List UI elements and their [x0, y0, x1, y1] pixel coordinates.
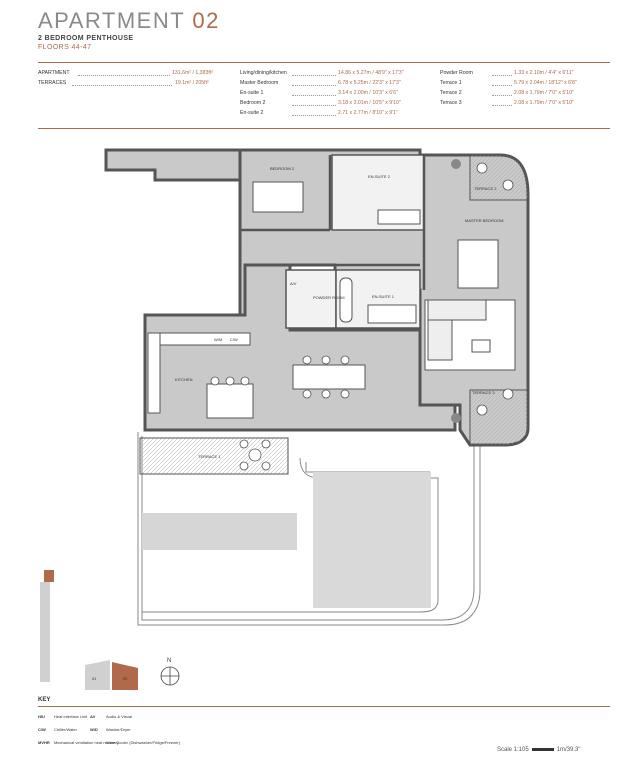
spec-rule [38, 128, 610, 129]
scale-bar [531, 747, 554, 751]
room-value-1: 6.78 x 5.25m / 22'3" x 17'3" [338, 80, 401, 86]
building-outline [137, 432, 481, 626]
room-value-3: 3.18 x 3.01m / 10'5" x 9'10" [338, 100, 401, 106]
key-text: Audio & Visual [106, 714, 132, 719]
key-item-2: MVHR Mechanical ventilation heat recovery [38, 740, 119, 745]
label-bedroom2: BEDROOM 2 [270, 166, 295, 171]
header-rule [38, 62, 610, 63]
north-label: N [167, 658, 171, 664]
room2-value-2: 2.08 x 1.79m / 7'0" x 5'10" [514, 90, 574, 96]
key-unit-02: 02 [123, 676, 128, 681]
pool-strip [142, 513, 297, 550]
room2-label-3: Terrace 3 [440, 100, 462, 106]
floors-range: FLOORS 44-47 [38, 44, 92, 51]
key-code: AV [90, 714, 96, 719]
terrace-table [239, 439, 271, 471]
page-title: APARTMENT 02 [38, 8, 220, 34]
label-master: MASTER BEDROOM [465, 218, 503, 223]
key-text: Washer/Dryer [106, 727, 131, 732]
label-wm: W/M [214, 337, 222, 342]
kitchen-top-run [159, 332, 251, 346]
key-text: Chiller/Water [54, 727, 77, 732]
north-arrow [160, 666, 180, 686]
dots [492, 85, 512, 86]
area-terraces: TERRACES [38, 80, 67, 86]
scale-unit: 1m/39.3" [556, 747, 581, 753]
scale-label: Scale 1:105 [497, 747, 529, 753]
dots [72, 85, 172, 86]
key-item-3: AV Audio & Visual [90, 714, 132, 719]
key-unit-01: 01 [92, 676, 97, 681]
key-text: Mechanical ventilation heat recovery [54, 740, 119, 745]
room2-value-3: 2.08 x 1.79m / 7'0" x 5'10" [514, 100, 574, 106]
room2-value-0: 1.33 x 2.10m / 4'4" x 6'11" [514, 70, 574, 76]
bed-2 [252, 181, 304, 213]
room2-label-2: Terrace 2 [440, 90, 462, 96]
room-label-3: Bedroom 2 [240, 100, 266, 106]
key-rule [38, 706, 610, 707]
apartment-type: 2 BEDROOM PENTHOUSE [38, 35, 134, 42]
vanity [367, 304, 417, 324]
key-code: C/W [38, 727, 46, 732]
key-code: HIU [38, 714, 45, 719]
dots [78, 75, 170, 76]
key-title: KEY [38, 697, 51, 703]
label-terrace2: TERRACE 2 [474, 186, 497, 191]
scale: Scale 1:105 1m/39.3" [497, 747, 581, 753]
dining-table [292, 364, 366, 390]
room-value-0: 14.86 x 5.27m / 48'9" x 17'3" [338, 70, 404, 76]
room-label-0: Living/dining/kitchen [240, 70, 287, 76]
dots [292, 95, 336, 96]
title-main: APARTMENT [38, 8, 185, 33]
room2-label-0: Powder Room [440, 70, 473, 76]
label-terrace1: TERRACE 1 [198, 454, 221, 459]
key-text: Wine Cooler (Dishwasher/Fridge/Freezer) [106, 740, 181, 745]
key-item-4: W/D Washer/Dryer [90, 727, 131, 732]
kitchen-island [206, 383, 254, 419]
vanity-2 [377, 209, 421, 225]
floor-slab [104, 148, 242, 182]
area-apartment-value: 131.6m² / 1,383ft² [172, 70, 213, 76]
terrace-3 [469, 389, 529, 446]
master-bed [457, 239, 499, 289]
area-apartment: APARTMENT [38, 70, 70, 76]
room-value-4: 2.71 x 2.77m / 8'10" x 9'1" [338, 110, 398, 116]
kitchen-run [147, 332, 161, 414]
dots [492, 105, 512, 106]
label-terrace3: TERRACE 3 [472, 390, 495, 395]
key-code: MVHR [38, 740, 50, 745]
room2-label-1: Terrace 1 [440, 80, 462, 86]
label-cw: C/W [230, 337, 238, 342]
label-ensuite2: EN-SUITE 2 [368, 174, 391, 179]
dots [292, 75, 336, 76]
key-text: Heat interface Unit [54, 714, 88, 719]
room-label-2: En-suite 1 [240, 90, 264, 96]
label-av: A/V [290, 281, 297, 286]
room2-value-1: 5.79 x 2.04m / 18'12" x 6'8" [514, 80, 577, 86]
label-ensuite1: EN-SUITE 1 [372, 294, 395, 299]
dots [492, 95, 512, 96]
room-label-1: Master Bedroom [240, 80, 279, 86]
dots [292, 115, 336, 116]
bathtub [339, 277, 353, 323]
key-item-1: C/W Chiller/Water [38, 727, 77, 732]
key-item-0: HIU Heat interface Unit [38, 714, 87, 719]
courtyard-pool [313, 472, 431, 608]
title-number: 02 [192, 8, 220, 33]
key-plan: 01 02 [40, 570, 138, 690]
dots [292, 85, 336, 86]
room-value-2: 3.14 x 2.00m / 10'3" x 6'6" [338, 90, 398, 96]
dots [492, 75, 512, 76]
internal-walls [238, 155, 426, 290]
area-terraces-value: 19.1m² / 205ft² [175, 80, 209, 86]
label-powder: POWDER ROOM [313, 295, 345, 300]
dots [292, 105, 336, 106]
room-label-4: En-suite 2 [240, 110, 264, 116]
coffee-table [471, 339, 491, 353]
label-kitchen: KITCHEN [175, 377, 193, 382]
key-item-5: Wine Cooler (Dishwasher/Fridge/Freezer) [90, 740, 180, 745]
key-code: W/D [90, 727, 98, 732]
